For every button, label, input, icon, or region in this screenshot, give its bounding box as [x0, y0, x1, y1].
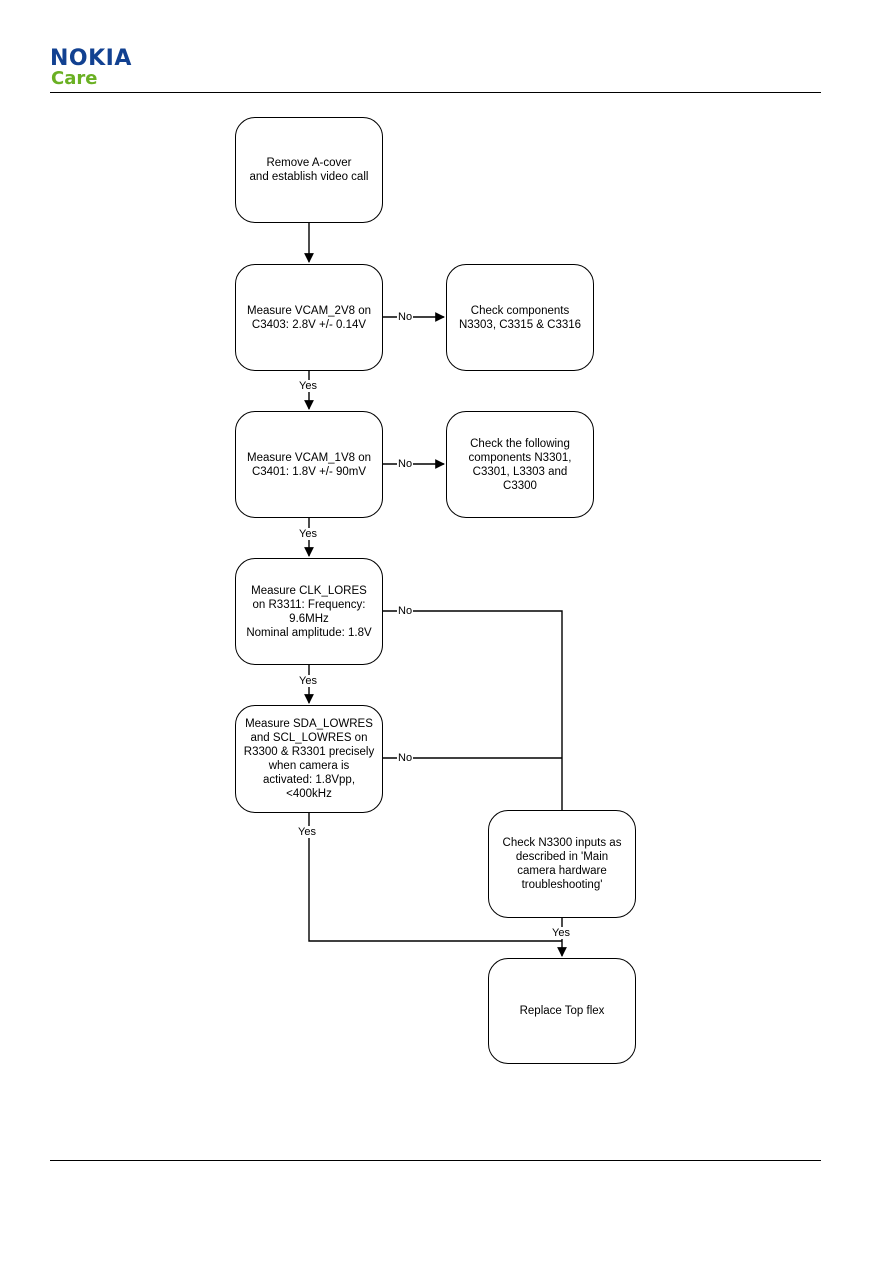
label-no-vcam1v8: No	[397, 458, 414, 470]
label-no-sda: No	[397, 752, 414, 764]
label-yes-vcam2v8: Yes	[298, 380, 318, 392]
care-logo: Care	[51, 68, 98, 89]
label-no-vcam2v8: No	[397, 311, 414, 323]
label-no-clk: No	[397, 605, 414, 617]
node-measure-clk: Measure CLK_LORES on R3311: Frequency: 9…	[235, 558, 383, 665]
header-rule	[50, 92, 821, 93]
label-yes-n3300: Yes	[551, 927, 571, 939]
label-yes-clk: Yes	[298, 675, 318, 687]
node-measure-vcam-1v8: Measure VCAM_1V8 on C3401: 1.8V +/- 90mV	[235, 411, 383, 518]
line-clk-no	[383, 610, 563, 810]
node-check-n3301: Check the following components N3301, C3…	[446, 411, 594, 518]
node-replace-top-flex: Replace Top flex	[488, 958, 636, 1064]
nokia-logo: NOKIA	[50, 46, 132, 71]
label-yes-vcam1v8: Yes	[298, 528, 318, 540]
arrow-sda-yes	[308, 813, 562, 942]
node-check-n3300: Check N3300 inputs as described in 'Main…	[488, 810, 636, 918]
node-check-n3303: Check components N3303, C3315 & C3316	[446, 264, 594, 371]
label-yes-sda: Yes	[297, 826, 317, 838]
footer-rule	[50, 1160, 821, 1161]
node-remove-cover: Remove A-cover and establish video call	[235, 117, 383, 223]
node-measure-vcam-2v8: Measure VCAM_2V8 on C3403: 2.8V +/- 0.14…	[235, 264, 383, 371]
node-measure-sda: Measure SDA_LOWRES and SCL_LOWRES on R33…	[235, 705, 383, 813]
